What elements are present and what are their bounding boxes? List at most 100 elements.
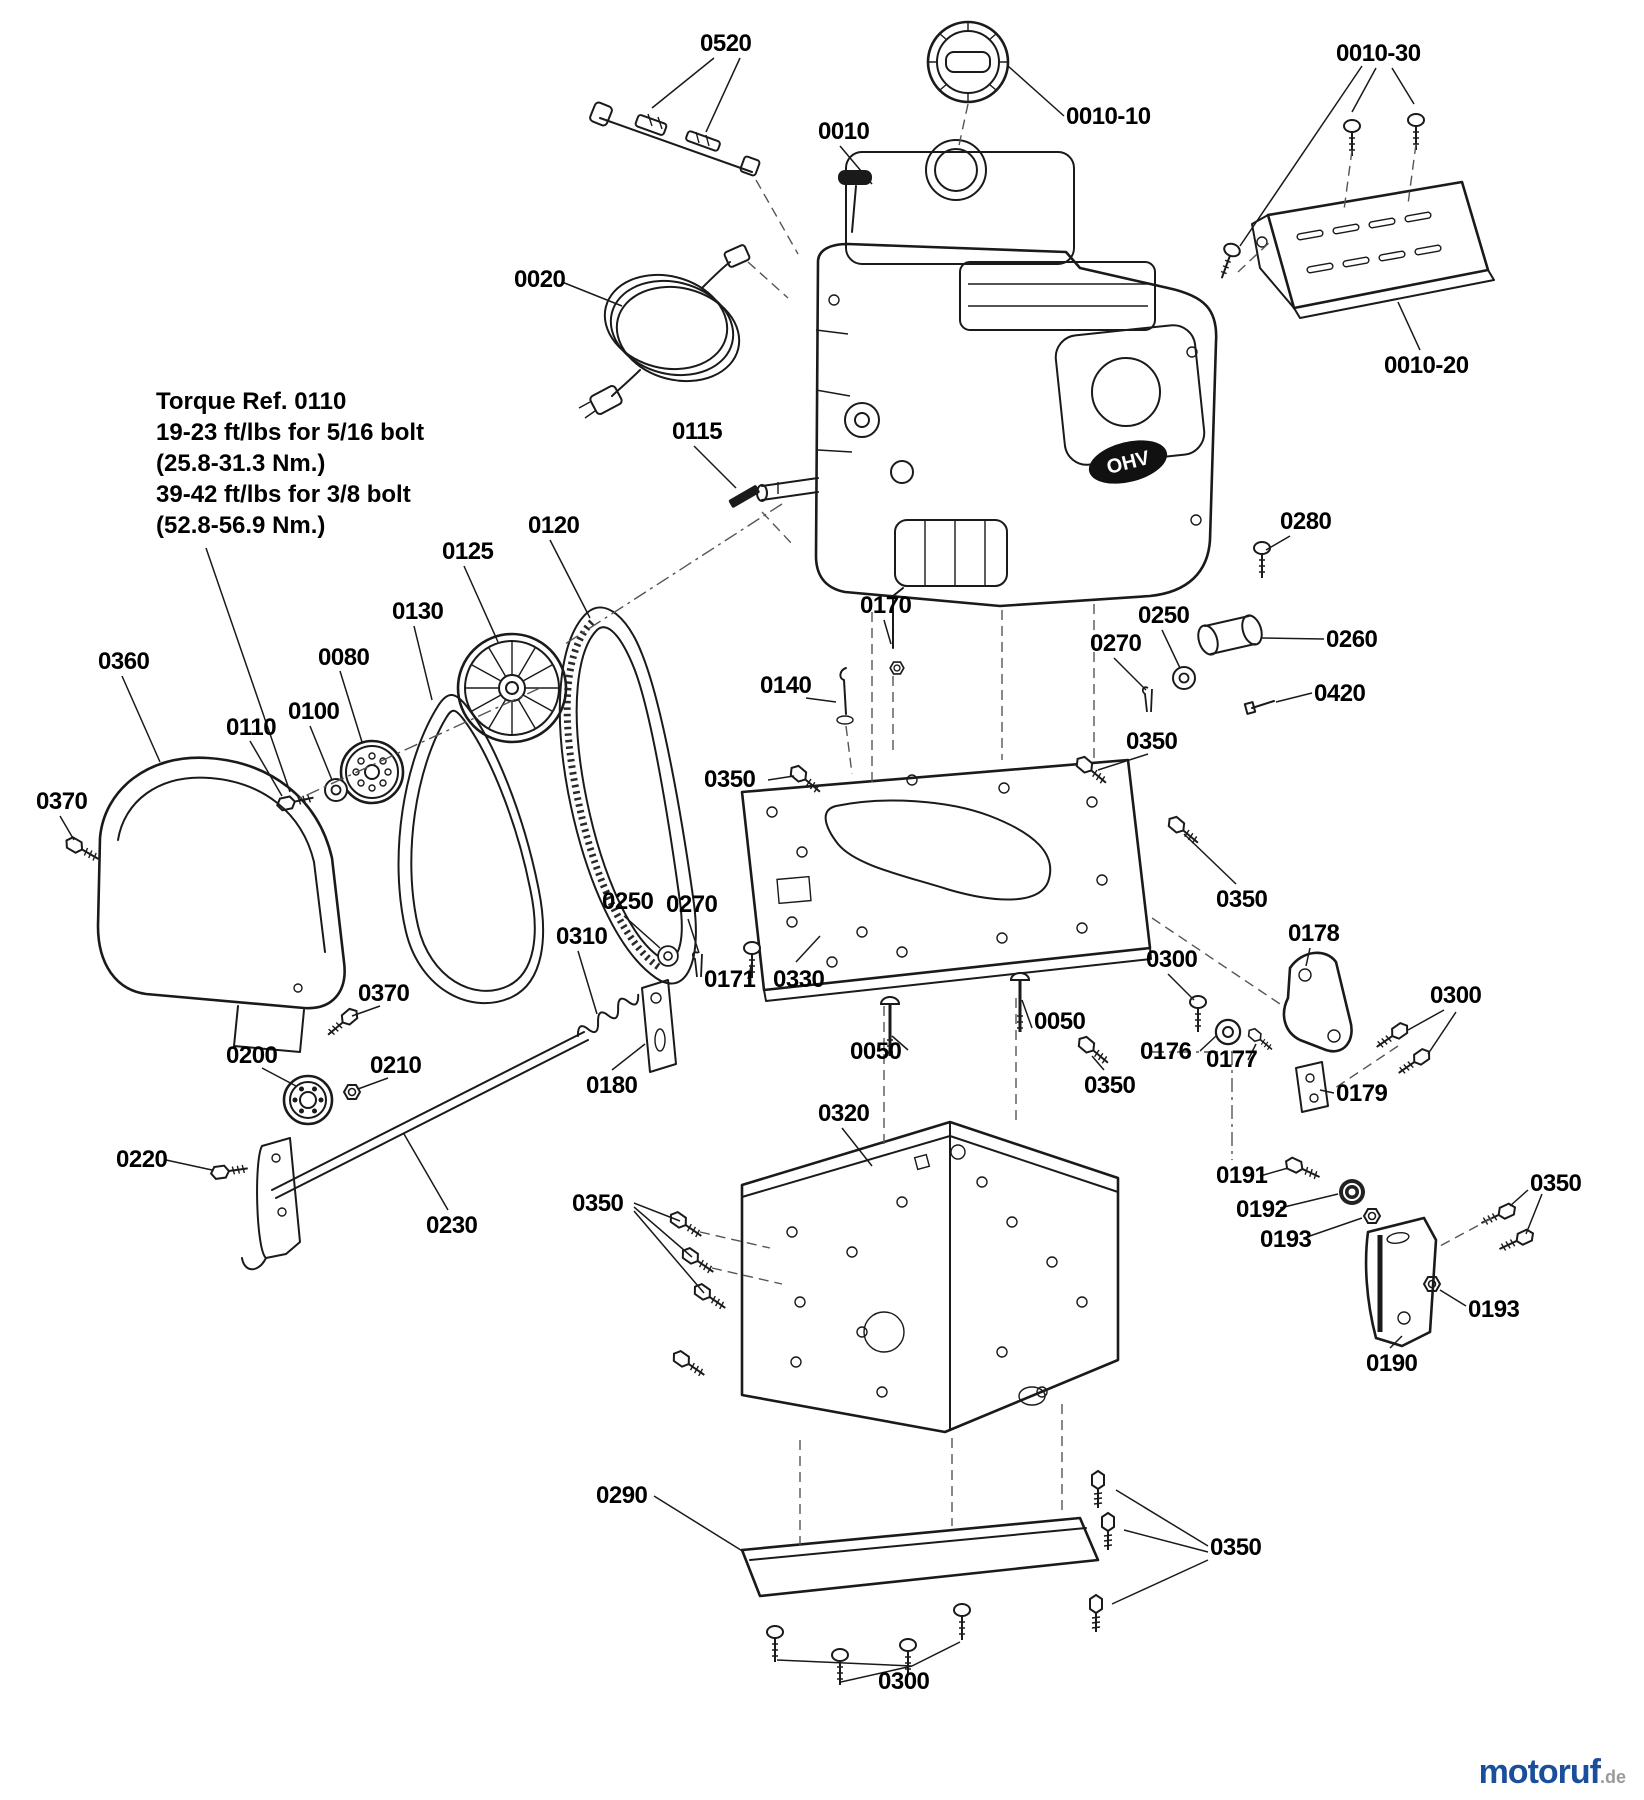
part-label-0220: 0220 (116, 1146, 168, 1173)
part-label-0350: 0350 (1210, 1534, 1262, 1561)
torque-note-line: Torque Ref. 0110 (156, 388, 347, 415)
part-label-0010-20: 0010-20 (1384, 352, 1469, 379)
part-label-0200: 0200 (226, 1042, 278, 1069)
screw-0300 (766, 1625, 784, 1663)
watermark-logo: motoruf.de (1479, 1753, 1626, 1792)
nut-0210 (343, 1084, 361, 1100)
bolt-0350 (1072, 753, 1111, 789)
part-label-0310: 0310 (556, 923, 608, 950)
part-label-0300: 0300 (878, 1668, 930, 1695)
screw-0370 (62, 834, 103, 866)
bolt-0350 (1091, 1470, 1105, 1509)
part-label-0170: 0170 (860, 592, 912, 619)
part-label-0300: 0300 (1430, 982, 1482, 1009)
part-label-0020: 0020 (514, 266, 566, 293)
screw-0280 (1253, 541, 1271, 579)
nut-0193 (1363, 1208, 1381, 1224)
part-label-0350: 0350 (1530, 1170, 1582, 1197)
watermark-brand: motoruf (1478, 1753, 1601, 1791)
part-label-0350: 0350 (1084, 1072, 1136, 1099)
part-label-0191: 0191 (1216, 1162, 1268, 1189)
part-label-0370: 0370 (358, 980, 410, 1007)
bolt-0350 (1089, 1594, 1103, 1633)
part-label-0250: 0250 (1138, 602, 1190, 629)
part-label-0177: 0177 (1206, 1046, 1258, 1073)
spark-plug-cable-illustration (589, 101, 761, 177)
torque-note-line: (25.8-31.3 Nm.) (156, 450, 326, 477)
part-label-0270: 0270 (1090, 630, 1142, 657)
part-label-0260: 0260 (1326, 626, 1378, 653)
washer-0176 (1214, 1018, 1242, 1046)
pin-0140-illustration (836, 667, 854, 725)
part-label-0330: 0330 (773, 966, 825, 993)
screw-0370 (323, 1005, 362, 1041)
engine-illustration: OHV (756, 139, 1218, 608)
bolt-0191 (1282, 1154, 1324, 1184)
axle-assembly-illustration (241, 993, 640, 1271)
fuel-cap-illustration (926, 20, 1010, 104)
part-label-0420: 0420 (1314, 680, 1366, 707)
part-label-0120: 0120 (528, 512, 580, 539)
part-label-0210: 0210 (370, 1052, 422, 1079)
part-label-0171: 0171 (704, 966, 756, 993)
part-label-0192: 0192 (1236, 1196, 1288, 1223)
part-label-0520: 0520 (700, 30, 752, 57)
torque-note-line: (52.8-56.9 Nm.) (156, 512, 326, 539)
part-label-0230: 0230 (426, 1212, 478, 1239)
bolt-0350 (1164, 813, 1203, 849)
bracket-0190-illustration (1364, 1216, 1438, 1348)
part-label-0193: 0193 (1468, 1296, 1520, 1323)
part-label-0360: 0360 (98, 648, 150, 675)
part-label-0350: 0350 (1126, 728, 1178, 755)
part-label-0300: 0300 (1146, 946, 1198, 973)
screw-0300 (1189, 995, 1207, 1033)
grommet-0192-illustration (1339, 1179, 1365, 1205)
bolt-0350 (1477, 1200, 1519, 1230)
power-cord-illustration (578, 244, 751, 419)
screw-0300 (953, 1603, 971, 1641)
belt-0130-illustration (397, 694, 545, 1005)
part-label-0100: 0100 (288, 698, 340, 725)
torque-note: Torque Ref. 0110 19-23 ft/lbs for 5/16 b… (156, 386, 424, 541)
part-label-0010-30: 0010-30 (1336, 40, 1421, 67)
pulley-0125-illustration (456, 632, 568, 744)
bracket-0178-illustration (1282, 951, 1353, 1053)
part-label-0190: 0190 (1366, 1350, 1418, 1377)
part-label-0320: 0320 (818, 1100, 870, 1127)
part-label-0050: 0050 (1034, 1008, 1086, 1035)
frame-illustration (740, 1120, 1120, 1434)
torque-note-line: 19-23 ft/lbs for 5/16 bolt (156, 419, 425, 446)
part-label-0125: 0125 (442, 538, 494, 565)
bolt-0220 (209, 1161, 250, 1181)
part-label-0010: 0010 (818, 118, 870, 145)
belt-cover-illustration (96, 756, 346, 1053)
engine-badge: OHV (1088, 440, 1168, 484)
washer-0250 (657, 945, 679, 967)
pin-0170-illustration (889, 587, 905, 675)
bolt-0050 (1009, 971, 1031, 1034)
part-label-0370: 0370 (36, 788, 88, 815)
part-label-0350: 0350 (1216, 886, 1268, 913)
bolt-0350 (666, 1208, 706, 1242)
screw-0420-illustration (1243, 700, 1275, 715)
screw-0300 (831, 1648, 849, 1686)
part-label-0110: 0110 (226, 714, 277, 741)
torque-note-line: 39-42 ft/lbs for 3/8 bolt (156, 481, 411, 508)
part-label-0140: 0140 (760, 672, 812, 699)
part-label-0179: 0179 (1336, 1080, 1388, 1107)
cotter-pin-0270 (1141, 686, 1153, 713)
watermark-suffix: .de (1599, 1767, 1626, 1787)
bottom-plate-illustration (740, 1516, 1100, 1598)
part-label-0250: 0250 (602, 888, 654, 915)
part-label-0130: 0130 (392, 598, 444, 625)
part-label-0270: 0270 (666, 891, 718, 918)
bolt-0350 (690, 1280, 730, 1314)
bolt-0350 (1495, 1226, 1537, 1256)
part-label-0176: 0176 (1140, 1038, 1192, 1065)
part-label-0350: 0350 (572, 1190, 624, 1217)
screw-0300 (1372, 1019, 1412, 1053)
part-label-0350: 0350 (704, 766, 756, 793)
heat-shield-illustration (1213, 113, 1495, 319)
roller-0260-illustration (1197, 614, 1263, 656)
